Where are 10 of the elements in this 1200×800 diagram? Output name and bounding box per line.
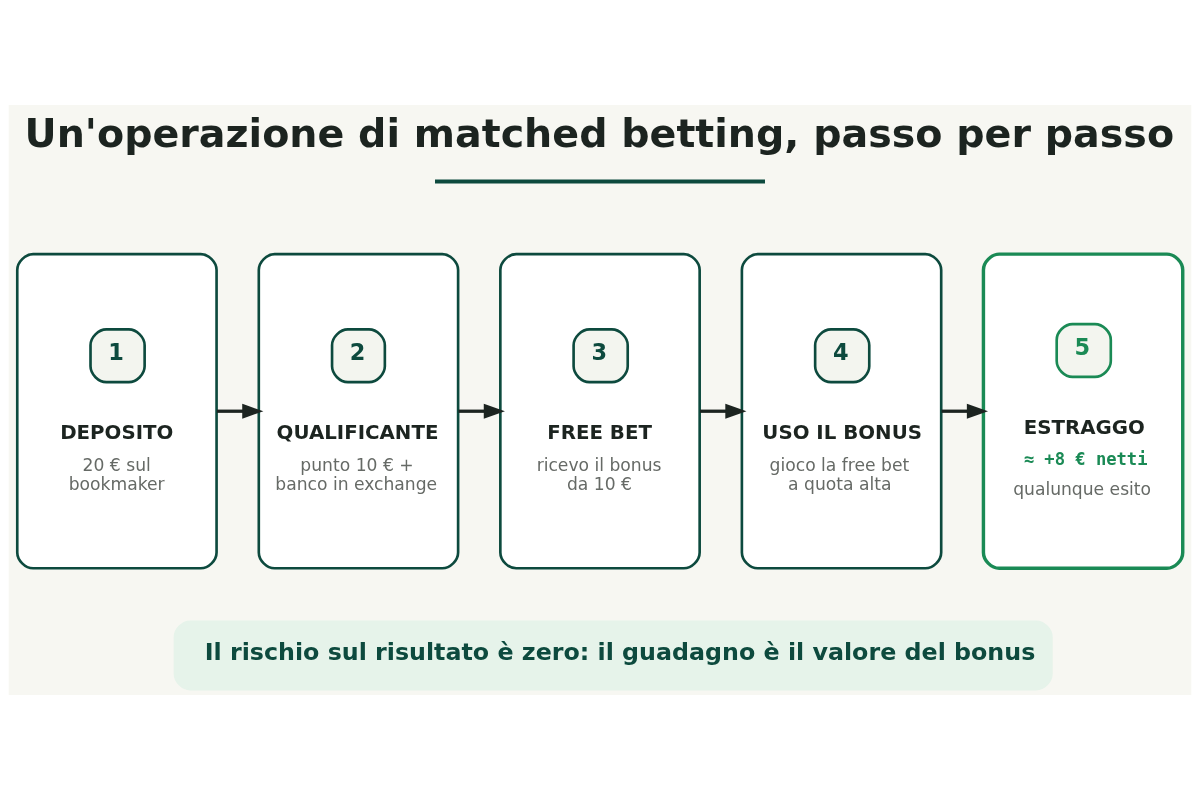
node-box: 4 USO IL BONUS gioco la free bet a quota alta	[740, 252, 943, 570]
diagram-title: Un'operazione di matched betting, passo per passo	[24, 109, 1175, 156]
arrow	[216, 403, 264, 419]
arrow	[941, 403, 988, 419]
node-box: 2 QUALIFICANTE punto 10 € + banco in exchange	[257, 252, 460, 570]
arrow	[700, 403, 747, 419]
node-box: 3 FREE BET ricevo il bonus da 10 €	[499, 252, 701, 570]
node-box: 5 ESTRAGGO ≈ +8 € netti qualunque esito	[981, 252, 1185, 570]
node-box: 1 DEPOSITO 20 € sul bookmaker	[15, 252, 218, 570]
arrow	[458, 403, 505, 419]
